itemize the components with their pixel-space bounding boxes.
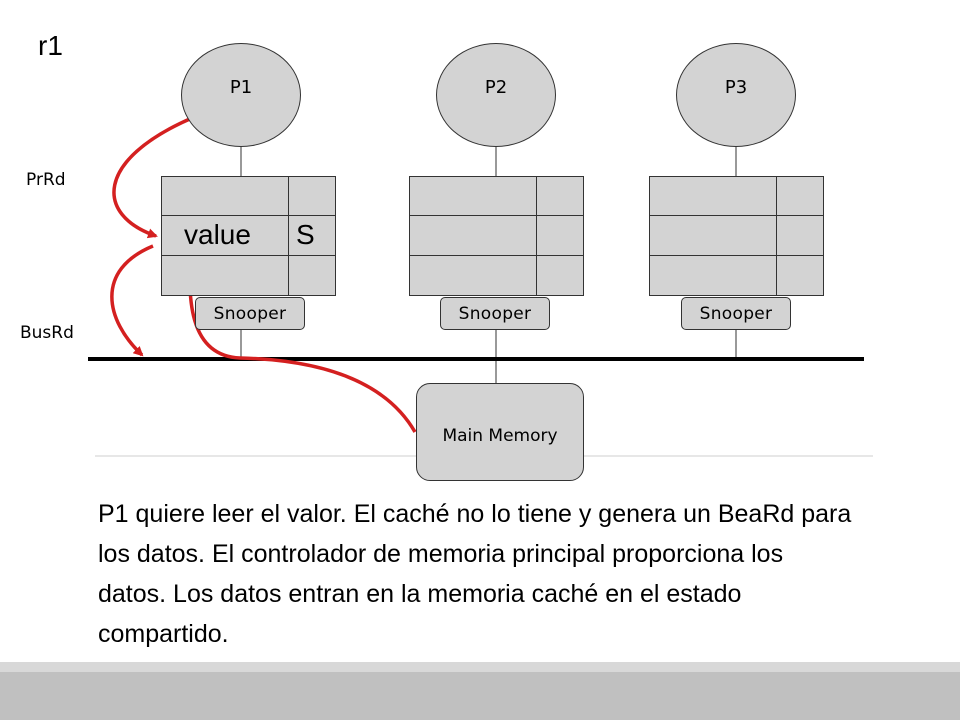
cache-p2-line-1-state xyxy=(537,177,583,217)
main-memory-label: Main Memory xyxy=(442,426,558,446)
cache-p3-line-1-state xyxy=(777,177,823,217)
busrd-arrow xyxy=(110,244,154,357)
cache-p1: value S xyxy=(161,176,336,296)
busrd-label: BusRd xyxy=(20,323,74,343)
snooper-p2: Snooper xyxy=(440,297,550,330)
cache-p2 xyxy=(409,176,584,296)
processor-p3: P3 xyxy=(676,43,796,147)
slide-label: r1 xyxy=(38,30,63,61)
memory-data-arrow xyxy=(187,236,417,433)
cache-p2-line-3-state xyxy=(537,256,583,295)
processor-p1: P1 xyxy=(181,43,301,147)
cache-p1-line-2-state: S xyxy=(289,216,335,256)
cache-p2-line-3-data xyxy=(410,255,537,295)
cache-p3-line-3-data xyxy=(650,255,777,295)
processor-p2: P2 xyxy=(436,43,556,147)
processor-p1-label: P1 xyxy=(229,77,253,98)
cache-p1-line-2-data: value xyxy=(162,216,289,256)
snooper-p1: Snooper xyxy=(195,297,305,330)
footer-band xyxy=(0,662,960,672)
prrd-arrow xyxy=(112,116,193,239)
cache-p3-line-1-data xyxy=(650,177,777,217)
main-memory: Main Memory xyxy=(416,383,584,481)
caption-text: P1 quiere leer el valor. El caché no lo … xyxy=(98,500,852,648)
prrd-label: PrRd xyxy=(26,170,66,190)
cache-p3-line-2-data xyxy=(650,216,777,256)
cache-p1-line-3-state xyxy=(289,256,335,295)
cache-p2-line-2-state xyxy=(537,216,583,256)
snooper-p3: Snooper xyxy=(681,297,791,330)
cache-p3-line-3-state xyxy=(777,256,823,295)
processor-p2-label: P2 xyxy=(484,77,508,98)
cache-p1-line-3-data xyxy=(162,255,289,295)
cache-p2-line-1-data xyxy=(410,177,537,217)
cache-p1-line-1-state xyxy=(289,177,335,217)
processor-p3-label: P3 xyxy=(724,77,748,98)
cache-p2-line-2-data xyxy=(410,216,537,256)
cache-p3-line-2-state xyxy=(777,216,823,256)
cache-p1-line-1-data xyxy=(162,177,289,217)
cache-p3 xyxy=(649,176,824,296)
